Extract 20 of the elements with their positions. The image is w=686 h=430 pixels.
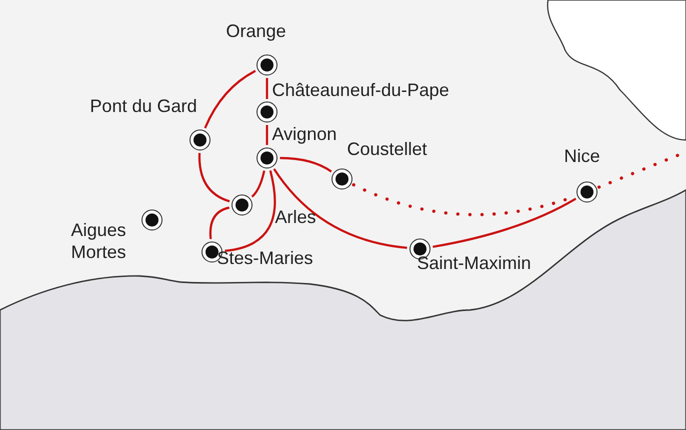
route-line [209, 206, 230, 240]
town-name: Aigues Mortes [71, 219, 128, 263]
route-line [204, 70, 256, 128]
route-line [273, 168, 408, 249]
town-name: Saint-Maximin [417, 252, 532, 274]
route-line [280, 156, 332, 172]
town-name: Orange [226, 20, 286, 42]
town-name: Arles [275, 206, 316, 228]
route-line [432, 198, 576, 248]
route-line [266, 125, 268, 145]
route-line [251, 170, 266, 198]
route-line [224, 170, 276, 252]
town-name: Coustellet [347, 138, 428, 160]
route-line [266, 78, 268, 99]
town-name: Châteauneuf-du-Pape [272, 79, 450, 101]
town-name: Nice [564, 145, 600, 167]
route-line [198, 152, 230, 202]
town-name: Stes-Maries [217, 247, 314, 269]
town-name: Avignon [272, 123, 337, 145]
town-name: Pont du Gard [90, 95, 197, 117]
